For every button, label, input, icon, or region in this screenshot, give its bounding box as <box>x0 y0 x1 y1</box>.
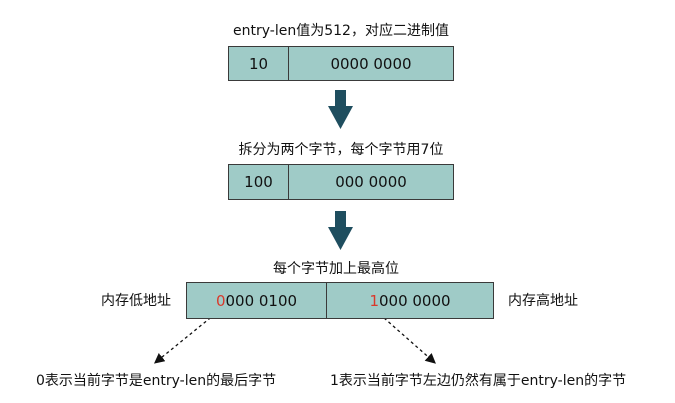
down-arrow-icon <box>328 90 353 129</box>
step2-title: 拆分为两个字节，每个字节用7位 <box>238 142 444 158</box>
split-low-bits: 000 0000 <box>335 173 407 191</box>
down-arrow-icon <box>328 211 353 250</box>
step3-title: 每个字节加上最高位 <box>273 261 399 277</box>
high-address-label: 内存高地址 <box>508 293 578 309</box>
note-flag-zero: 0表示当前字节是entry-len的最后字节 <box>36 373 277 389</box>
split-7bit-box: 100 000 0000 <box>228 164 454 200</box>
byte2-flag-bit: 1 <box>369 291 379 310</box>
byte1-payload: 000 0100 <box>225 291 298 310</box>
split-high-bits: 100 <box>229 165 289 199</box>
step1-title: entry-len值为512，对应二进制值 <box>233 23 449 39</box>
binary-512-low-bits: 0000 0000 <box>330 54 412 73</box>
byte1-flag-bit: 0 <box>215 291 226 310</box>
byte2-payload: 000 0000 <box>378 291 451 310</box>
note-flag-one: 1表示当前字节左边仍然有属于entry-len的字节 <box>330 373 627 389</box>
binary-512-high-bits: 10 <box>229 47 289 80</box>
binary-512-box: 10 0000 0000 <box>228 46 454 81</box>
low-address-label: 内存低地址 <box>101 293 171 309</box>
